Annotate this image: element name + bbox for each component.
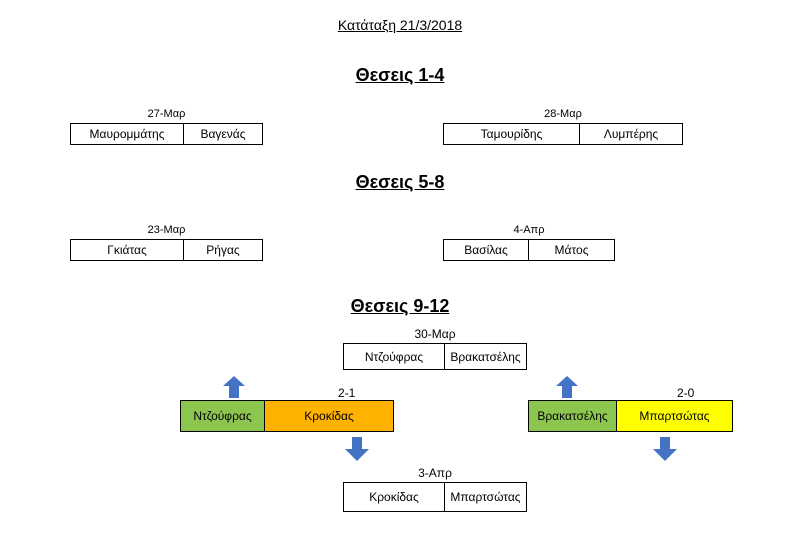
player-name: Ταμουρίδης — [480, 127, 543, 141]
section-heading-9-12: Θεσεις 9-12 — [350, 296, 450, 316]
match-box: Ταμουρίδης Λυμπέρης — [443, 123, 683, 145]
match-date: 23-Μαρ — [147, 224, 186, 236]
player-name: Βρακατσέλης — [444, 344, 526, 369]
score-label: 2-1 — [338, 386, 356, 400]
document-title: Κατάταξη 21/3/2018 — [337, 17, 463, 33]
result-box: Ντζούφρας Κροκίδας — [180, 400, 394, 432]
match-box: Βασίλας Μάτος — [443, 239, 615, 261]
player-name: Ρήγας — [183, 240, 262, 260]
arrow-down-icon — [345, 437, 369, 461]
match-date: 27-Μαρ — [147, 108, 186, 120]
section-heading-5-8: Θεσεις 5-8 — [355, 172, 445, 192]
match-box: Γκιάτας Ρήγας — [70, 239, 263, 261]
player-name: Ντζούφρας — [364, 349, 424, 364]
winner-name: Ντζούφρας — [181, 401, 264, 431]
match-box: Ντζούφρας Βρακατσέλης — [343, 343, 527, 370]
winner-name: Βρακατσέλης — [529, 401, 616, 431]
player-name: Γκιάτας — [107, 243, 147, 257]
score-label: 2-0 — [677, 386, 695, 400]
arrow-down-icon — [653, 437, 677, 461]
match-date: 3-Απρ — [418, 466, 452, 480]
loser-name: Κροκίδας — [264, 401, 393, 431]
player-name: Λυμπέρης — [579, 124, 682, 144]
match-date: 28-Μαρ — [544, 108, 582, 120]
match-box: Μαυρομμάτης Βαγενάς — [70, 123, 263, 145]
loser-name: Μπαρτσώτας — [616, 401, 732, 431]
player-name: Μπαρτσώτας — [444, 483, 526, 511]
match-date: 4-Απρ — [513, 224, 545, 236]
match-box: Κροκίδας Μπαρτσώτας — [343, 482, 527, 512]
player-name: Βαγενάς — [183, 124, 262, 144]
result-box: Βρακατσέλης Μπαρτσώτας — [528, 400, 733, 432]
player-name: Κροκίδας — [369, 490, 419, 504]
player-name: Μάτος — [528, 240, 614, 260]
arrow-up-icon — [556, 376, 578, 398]
match-date: 30-Μαρ — [414, 327, 456, 341]
section-heading-1-4: Θεσεις 1-4 — [355, 65, 445, 85]
player-name: Μαυρομμάτης — [89, 127, 165, 141]
player-name: Βασίλας — [464, 243, 508, 257]
arrow-up-icon — [223, 376, 245, 398]
